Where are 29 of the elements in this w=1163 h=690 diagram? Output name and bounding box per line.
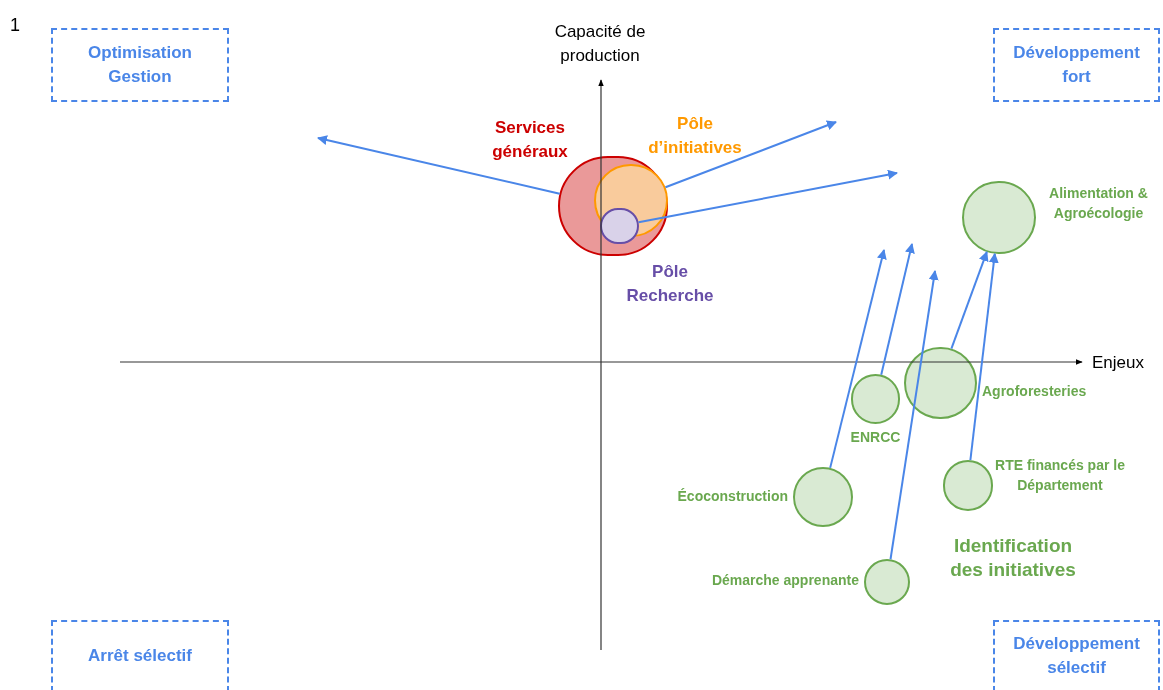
circle-label: Écoconstruction bbox=[676, 487, 788, 506]
circle-label: Agroforesteries bbox=[982, 382, 1088, 401]
arrow bbox=[829, 249, 887, 469]
arrow bbox=[889, 270, 939, 561]
arrow bbox=[969, 252, 999, 462]
circle-label: Alimentation & Agroécologie bbox=[1048, 184, 1149, 223]
quadrant-label: Développement fort bbox=[1012, 42, 1141, 88]
circle-label: RTE financés par le Département bbox=[994, 456, 1126, 495]
quadrant-box bbox=[51, 620, 229, 690]
quadrant-label: Arrêt sélectif bbox=[87, 645, 193, 667]
axis-label: Enjeux bbox=[1092, 352, 1145, 374]
axis-label: Capacité de production bbox=[553, 21, 647, 67]
quadrant-box bbox=[993, 620, 1160, 690]
quadrant-box bbox=[51, 28, 229, 102]
circle-label: Pôle Recherche bbox=[625, 261, 715, 307]
arrow bbox=[950, 250, 989, 350]
circle-label: ENRCC bbox=[849, 428, 902, 447]
quadrant-box bbox=[993, 28, 1160, 102]
group-title: Identification des initiatives bbox=[949, 534, 1077, 582]
arrow bbox=[637, 169, 898, 224]
arrow bbox=[317, 135, 561, 195]
circle-label: Pôle d’initiatives bbox=[647, 113, 743, 159]
figure-number: 1 bbox=[10, 14, 21, 37]
quadrant-label: Développement sélectif bbox=[1012, 633, 1141, 679]
circle-label: Services généraux bbox=[491, 117, 569, 163]
circle-label: Démarche apprenante bbox=[710, 571, 859, 590]
arrow bbox=[664, 120, 837, 189]
quadrant-label: Optimisation Gestion bbox=[87, 42, 193, 88]
arrow bbox=[880, 243, 915, 376]
